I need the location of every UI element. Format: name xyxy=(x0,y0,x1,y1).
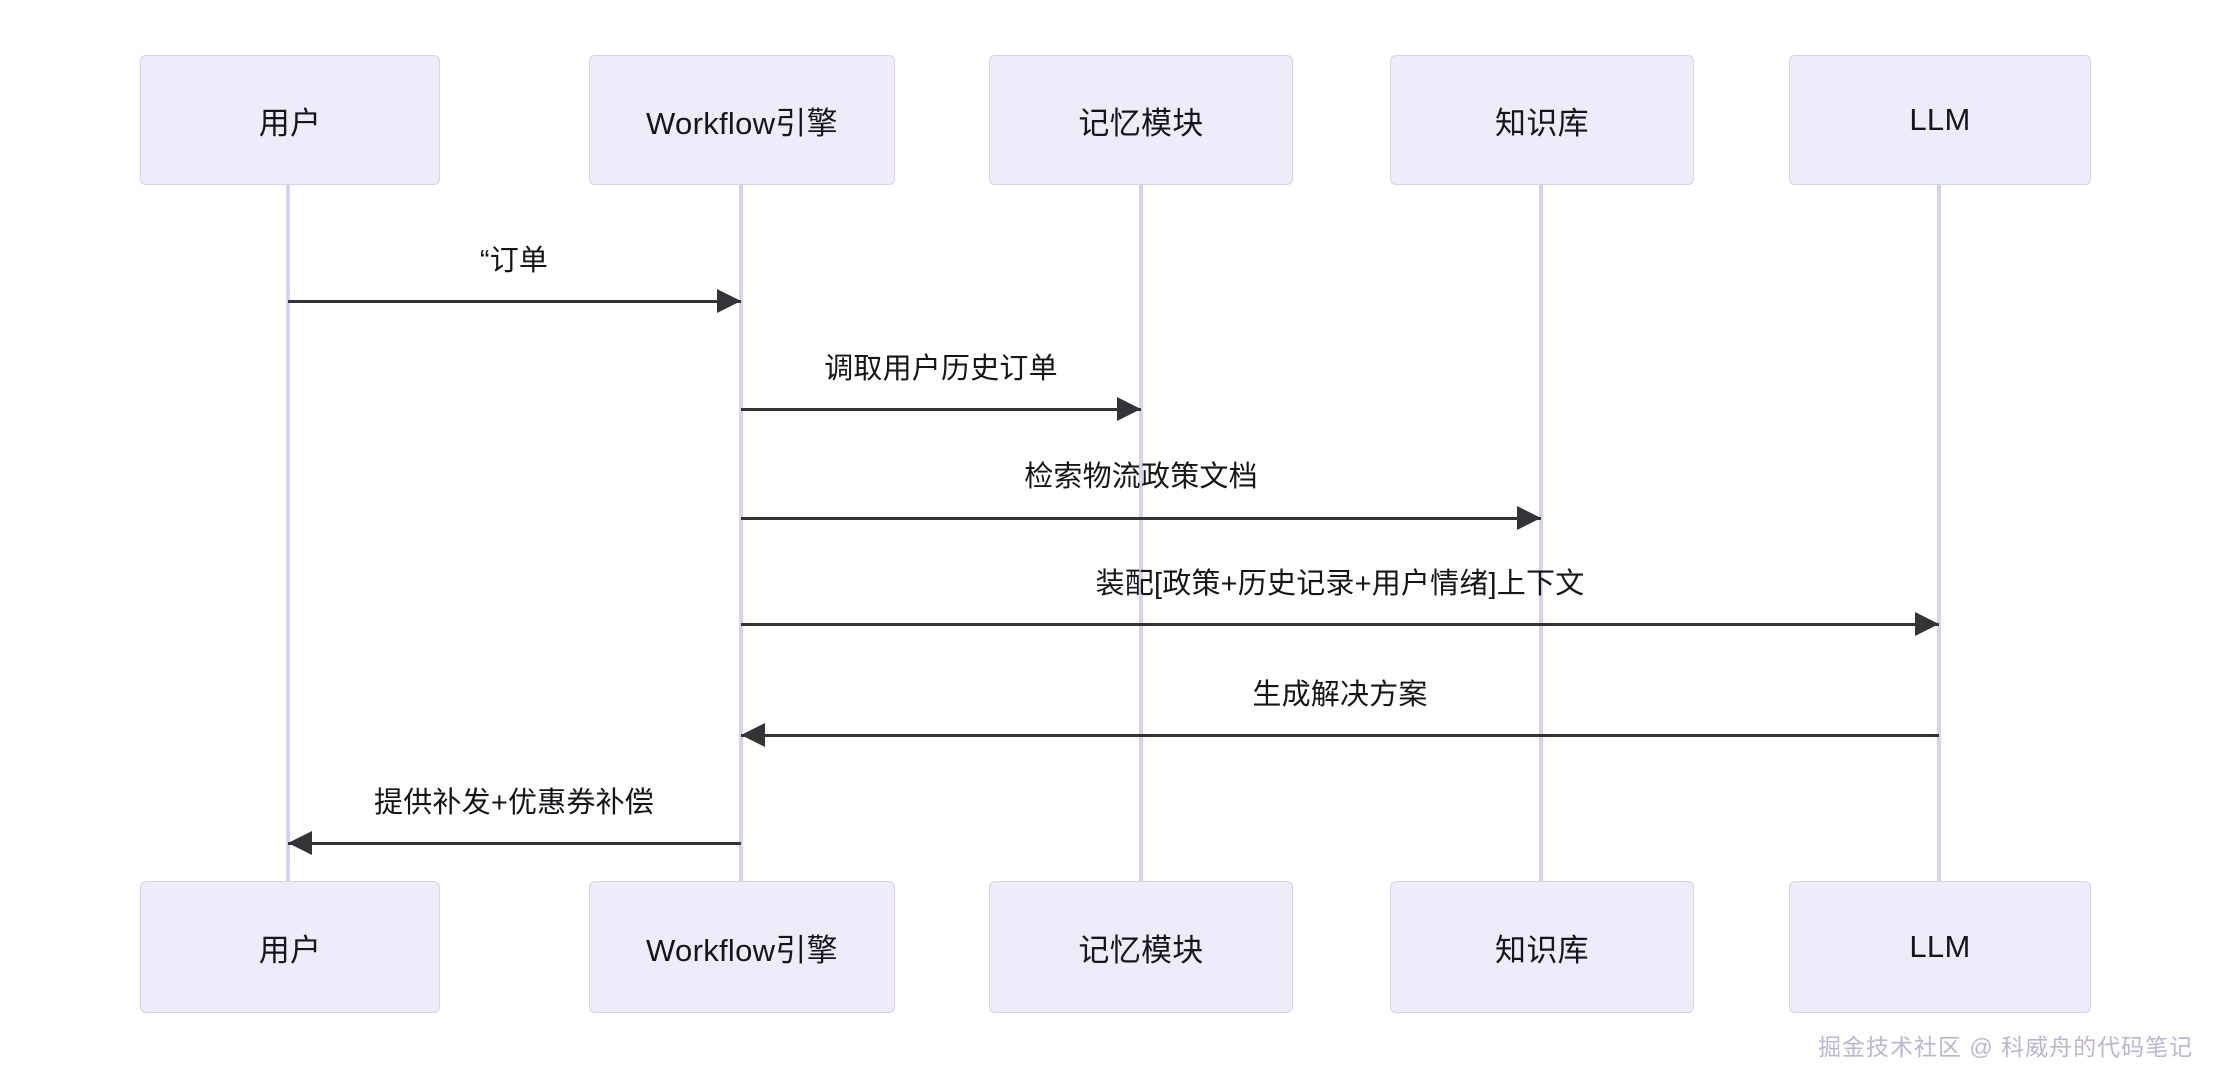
participant-label: LLM xyxy=(1909,102,1971,137)
lifeline-user xyxy=(286,185,290,881)
lifeline-workflow xyxy=(739,185,743,881)
participant-label: LLM xyxy=(1909,929,1971,964)
participant-bottom-llm[interactable]: LLM xyxy=(1789,881,2091,1013)
message-line-2 xyxy=(741,408,1141,411)
participant-bottom-memory[interactable]: 记忆模块 xyxy=(989,881,1293,1013)
message-label-3: 检索物流政策文档 xyxy=(1024,461,1258,493)
message-label-6: 提供补发+优惠券补偿 xyxy=(374,787,654,819)
lifeline-kb xyxy=(1539,185,1543,881)
participant-top-llm[interactable]: LLM xyxy=(1789,55,2091,185)
participant-top-memory[interactable]: 记忆模块 xyxy=(989,55,1293,185)
message-label-2: 调取用户历史订单 xyxy=(824,353,1058,385)
participant-label: Workflow引擎 xyxy=(646,932,838,968)
message-line-3 xyxy=(741,517,1541,520)
participant-label: Workflow引擎 xyxy=(646,105,838,141)
participant-top-workflow[interactable]: Workflow引擎 xyxy=(589,55,895,185)
arrow-head-icon-5 xyxy=(741,723,765,747)
watermark-text: 掘金技术社区 @ 科威舟的代码笔记 xyxy=(1818,1034,2194,1060)
participant-bottom-user[interactable]: 用户 xyxy=(140,881,440,1013)
arrow-head-icon-4 xyxy=(1915,612,1939,636)
participant-label: 用户 xyxy=(258,932,322,968)
participant-label: 记忆模块 xyxy=(1078,105,1204,141)
participant-bottom-kb[interactable]: 知识库 xyxy=(1390,881,1694,1013)
message-label-4: 装配[政策+历史记录+用户情绪]上下文 xyxy=(1095,568,1585,600)
arrow-head-icon-6 xyxy=(288,831,312,855)
message-line-6 xyxy=(288,842,741,845)
participant-label: 记忆模块 xyxy=(1078,932,1204,968)
participant-top-user[interactable]: 用户 xyxy=(140,55,440,185)
participant-bottom-workflow[interactable]: Workflow引擎 xyxy=(589,881,895,1013)
message-label-5: 生成解决方案 xyxy=(1252,679,1428,711)
arrow-head-icon-1 xyxy=(717,289,741,313)
arrow-head-icon-2 xyxy=(1117,397,1141,421)
participant-label: 知识库 xyxy=(1495,105,1589,141)
arrow-head-icon-3 xyxy=(1517,506,1541,530)
message-label-1: “订单 xyxy=(479,245,549,277)
lifeline-llm xyxy=(1937,185,1941,881)
message-line-4 xyxy=(741,623,1939,626)
participant-label: 知识库 xyxy=(1495,932,1589,968)
participant-label: 用户 xyxy=(258,105,322,141)
message-line-5 xyxy=(741,734,1939,737)
participant-top-kb[interactable]: 知识库 xyxy=(1390,55,1694,185)
lifeline-memory xyxy=(1139,185,1143,881)
message-line-1 xyxy=(288,300,741,303)
